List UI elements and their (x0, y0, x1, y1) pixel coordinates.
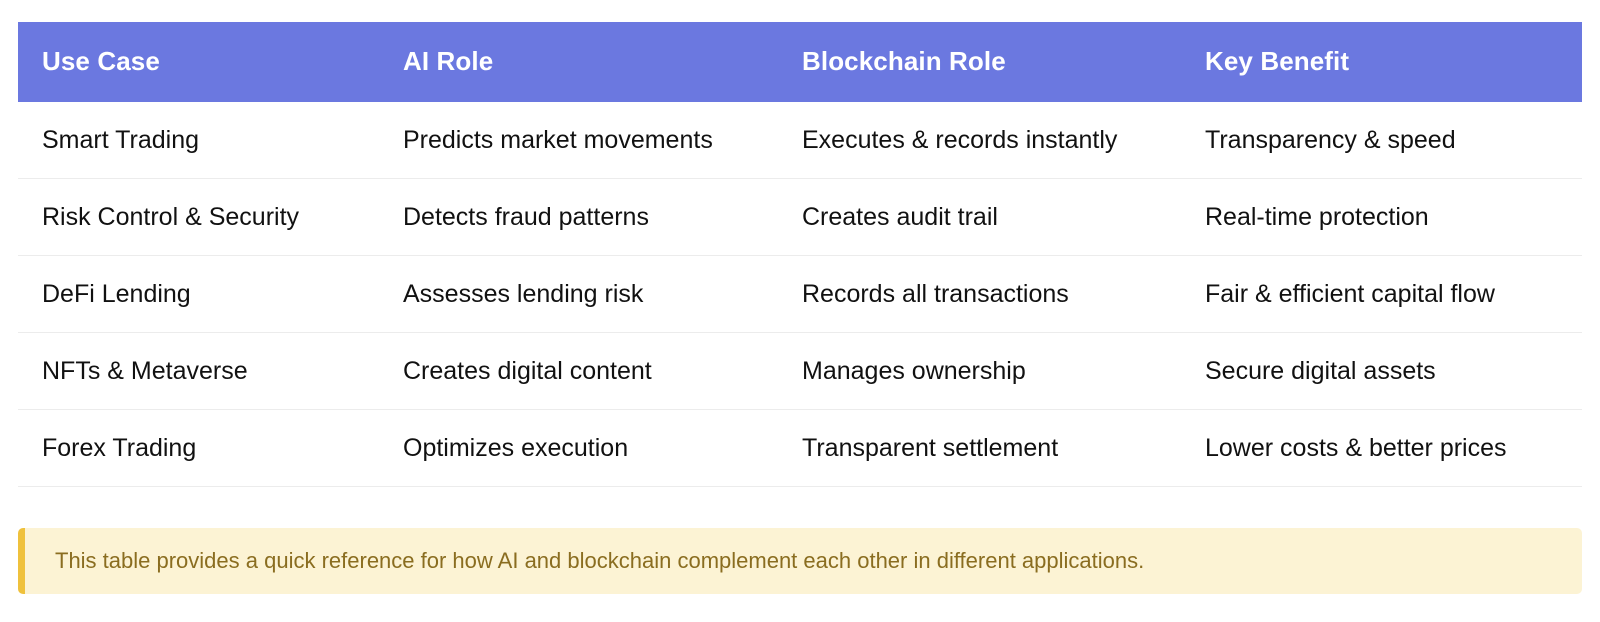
table-row: DeFi Lending Assesses lending risk Recor… (18, 255, 1582, 333)
cell-blockchain-role: Transparent settlement (778, 409, 1181, 487)
table-row: Forex Trading Optimizes execution Transp… (18, 409, 1582, 487)
cell-blockchain-role: Records all transactions (778, 255, 1181, 333)
column-header-ai-role: AI Role (379, 22, 778, 102)
cell-use-case: NFTs & Metaverse (18, 332, 379, 410)
column-header-key-benefit: Key Benefit (1181, 22, 1582, 102)
cell-use-case: Risk Control & Security (18, 178, 379, 256)
table-row: NFTs & Metaverse Creates digital content… (18, 332, 1582, 410)
cell-key-benefit: Real-time protection (1181, 178, 1582, 256)
cell-use-case: Forex Trading (18, 409, 379, 487)
cell-ai-role: Assesses lending risk (379, 255, 778, 333)
table-header: Use Case AI Role Blockchain Role Key Ben… (18, 22, 1582, 102)
table-body: Smart Trading Predicts market movements … (18, 102, 1582, 487)
cell-blockchain-role: Creates audit trail (778, 178, 1181, 256)
cell-key-benefit: Transparency & speed (1181, 102, 1582, 179)
table-note-callout: This table provides a quick reference fo… (18, 528, 1582, 594)
cell-key-benefit: Fair & efficient capital flow (1181, 255, 1582, 333)
column-header-use-case: Use Case (18, 22, 379, 102)
cell-blockchain-role: Executes & records instantly (778, 102, 1181, 179)
cell-key-benefit: Secure digital assets (1181, 332, 1582, 410)
column-header-blockchain-role: Blockchain Role (778, 22, 1181, 102)
cell-ai-role: Optimizes execution (379, 409, 778, 487)
cell-use-case: DeFi Lending (18, 255, 379, 333)
comparison-table: Use Case AI Role Blockchain Role Key Ben… (18, 22, 1582, 487)
cell-use-case: Smart Trading (18, 102, 379, 179)
cell-ai-role: Creates digital content (379, 332, 778, 410)
cell-ai-role: Predicts market movements (379, 102, 778, 179)
table-header-row: Use Case AI Role Blockchain Role Key Ben… (18, 22, 1582, 102)
table-row: Smart Trading Predicts market movements … (18, 102, 1582, 179)
cell-key-benefit: Lower costs & better prices (1181, 409, 1582, 487)
table-note-text: This table provides a quick reference fo… (55, 547, 1145, 573)
cell-blockchain-role: Manages ownership (778, 332, 1181, 410)
table-row: Risk Control & Security Detects fraud pa… (18, 178, 1582, 256)
cell-ai-role: Detects fraud patterns (379, 178, 778, 256)
